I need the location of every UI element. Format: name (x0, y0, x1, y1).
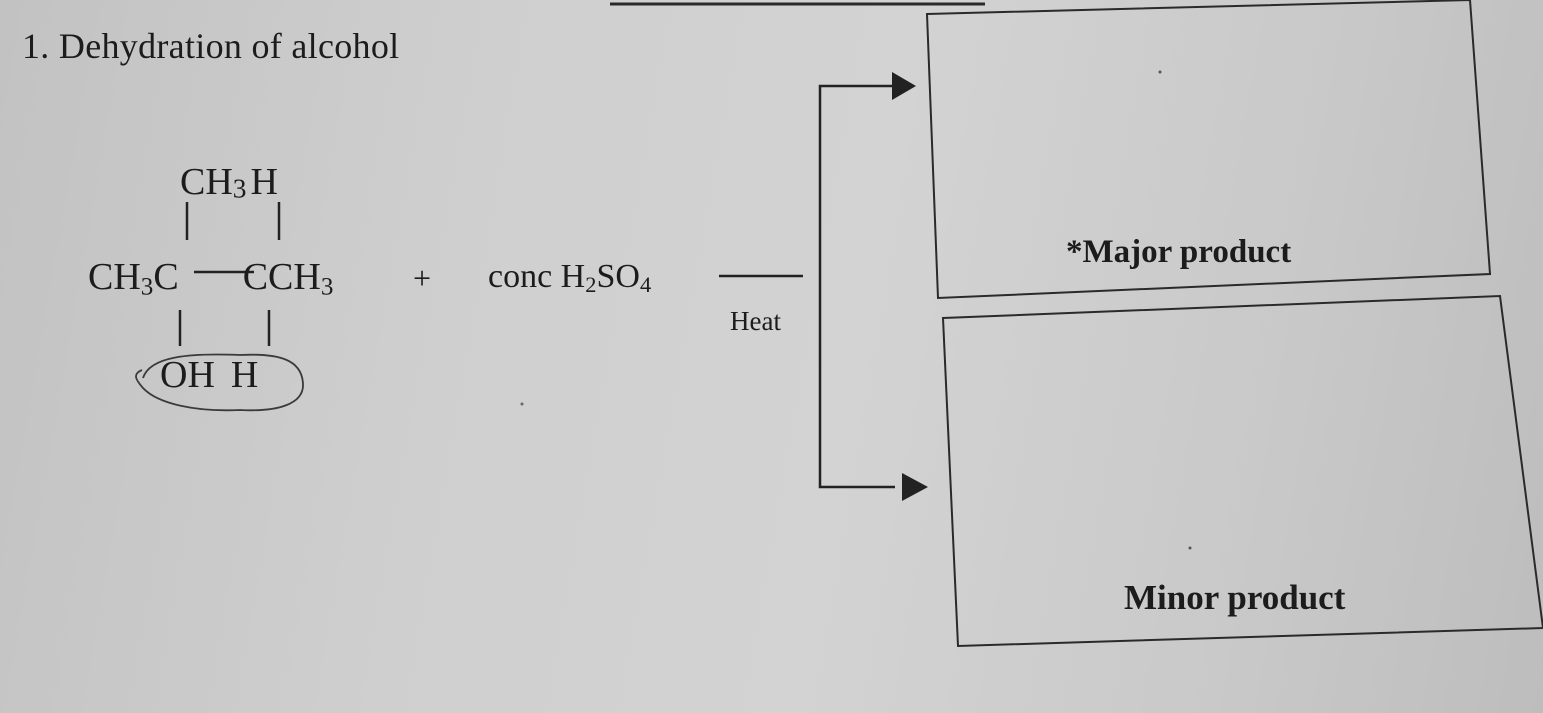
bottom-oh-label: OH (160, 354, 215, 396)
question-number: 1. (22, 26, 50, 66)
top-ch3-label: CH3 (180, 161, 247, 204)
minor-product-label: Minor product (1124, 578, 1346, 617)
branch-line (818, 84, 895, 489)
main-c2-cch3: CCH3 (242, 256, 334, 301)
reactant-main-chain: CH3C CCH3 (88, 256, 334, 301)
question-title-text: Dehydration of alcohol (58, 26, 400, 66)
major-product-box[interactable] (925, 0, 1492, 300)
reagent-conc-h2so4: conc H2SO4 (488, 258, 652, 297)
plus-sign: + (413, 260, 432, 296)
main-c1: C (153, 256, 179, 298)
paper-speck (520, 402, 524, 406)
bottom-h-label: H (230, 354, 259, 396)
handdrawn-circle-oh-h (135, 353, 304, 412)
top-h-label: H (250, 161, 278, 203)
paper-speck (1158, 70, 1162, 74)
reactant-bottom-groups: OH H (160, 356, 258, 394)
arrow-to-minor-head (902, 473, 928, 501)
major-product-label: *Major product (1066, 234, 1292, 270)
question-title: 1. Dehydration of alcohol (22, 28, 399, 64)
reaction-condition-heat: Heat (730, 306, 781, 336)
minor-product-box[interactable] (941, 294, 1543, 648)
main-left-ch3: CH3 (88, 256, 154, 301)
paper-speck (1188, 546, 1192, 550)
arrow-to-major-head (892, 72, 916, 100)
